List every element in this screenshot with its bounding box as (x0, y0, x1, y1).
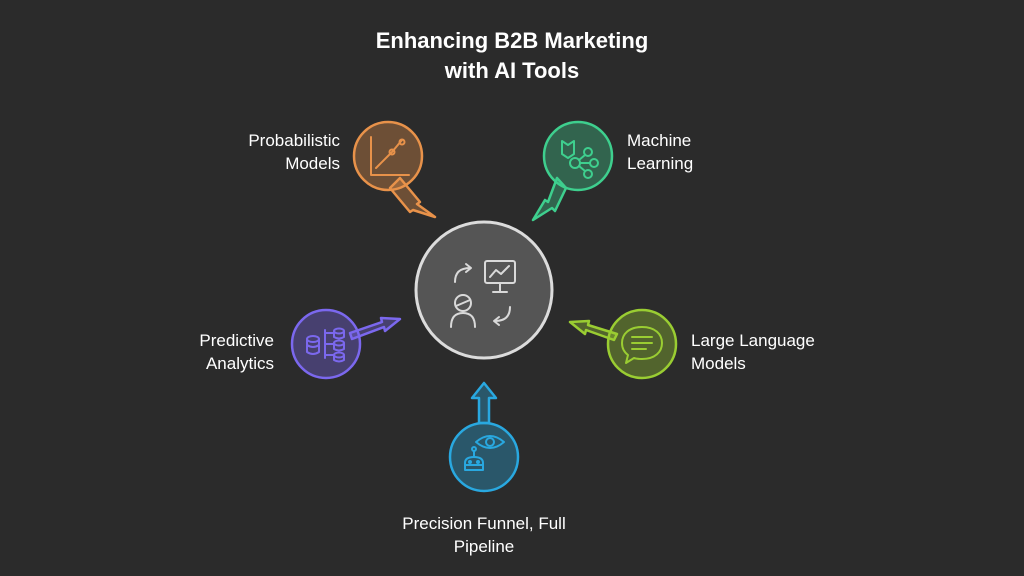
node-large-language-models (568, 308, 678, 380)
label-line: Learning (627, 154, 694, 173)
center-hub (414, 220, 554, 360)
label-line: Probabilistic (248, 131, 340, 150)
label-line: Large Language (691, 331, 815, 350)
line-chart-icon (370, 136, 410, 176)
eye-robot-icon (464, 435, 505, 471)
node-machine-learning (531, 120, 614, 222)
label-line: Analytics (205, 354, 274, 373)
arrow-predictive (348, 316, 402, 341)
title-line-2: with AI Tools (444, 58, 580, 83)
label-precision-funnel: Precision Funnel, Full Pipeline (364, 512, 604, 558)
label-line: Models (691, 354, 746, 373)
label-machine-learning: Machine Learning (627, 129, 767, 175)
diagram-title: Enhancing B2B Marketing with AI Tools (312, 26, 712, 86)
label-line: Machine (627, 131, 692, 150)
database-tree-icon (306, 327, 345, 363)
node-predictive-analytics (290, 308, 402, 380)
node-precision-funnel (448, 381, 520, 493)
label-large-language-models: Large Language Models (691, 329, 851, 375)
arrow-machine-learning (531, 176, 568, 222)
label-line: Pipeline (453, 537, 515, 556)
label-line: Precision Funnel, Full (402, 514, 566, 533)
arrow-precision (470, 381, 498, 425)
title-line-1: Enhancing B2B Marketing (375, 28, 649, 53)
label-probabilistic-models: Probabilistic Models (200, 129, 340, 175)
chat-bubble-icon (621, 326, 663, 364)
label-line: Predictive (199, 331, 274, 350)
node-probabilistic-models (352, 120, 437, 219)
ai-marketing-hub-icon (450, 260, 516, 328)
label-line: Models (285, 154, 340, 173)
neural-network-icon (561, 140, 599, 179)
label-predictive-analytics: Predictive Analytics (134, 329, 274, 375)
